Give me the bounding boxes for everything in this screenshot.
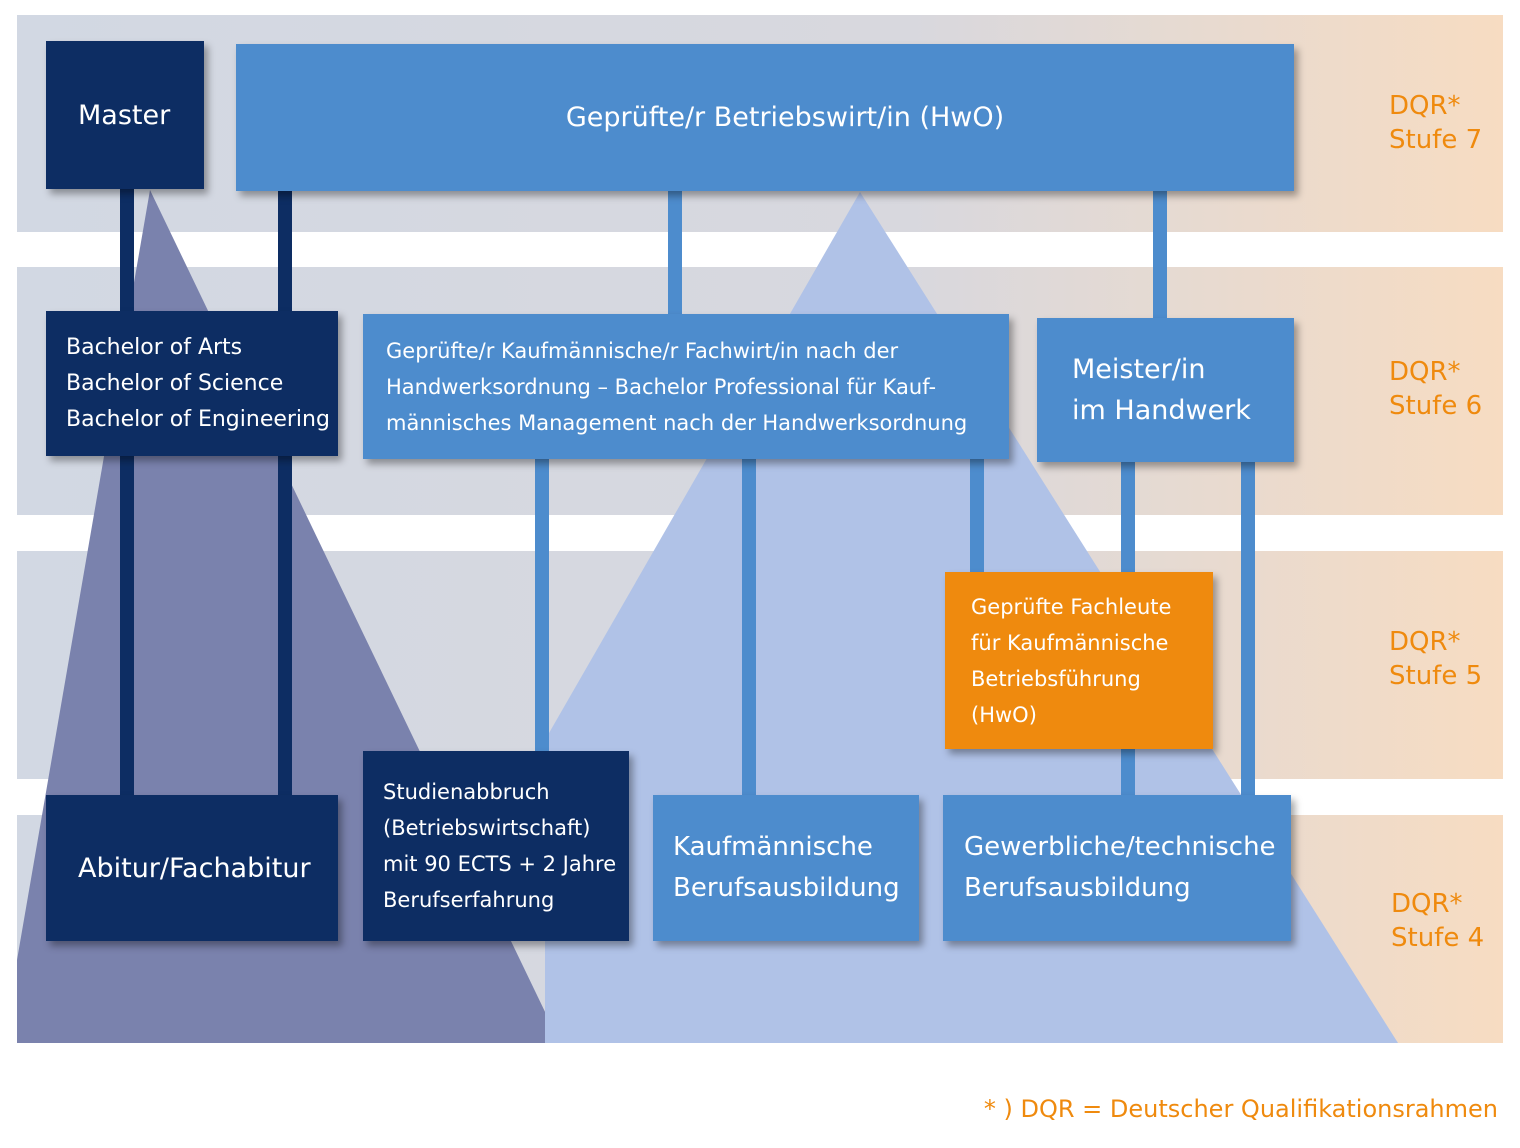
connector-line — [278, 190, 292, 798]
fachwirt-line-3: männisches Management nach der Handwerks… — [386, 410, 968, 435]
dqr-level-7-line-2: Stufe 7 — [1389, 125, 1483, 155]
connector-line — [120, 188, 134, 798]
dqr-level-5-label: DQR* Stufe 5 — [1389, 625, 1482, 693]
bachelor-science-label: Bachelor of Science — [66, 370, 284, 396]
fachwirt-line-2: Handwerksordnung – Bachelor Professional… — [386, 374, 937, 399]
dqr-level-5-line-1: DQR* — [1389, 627, 1461, 657]
dqr-level-6-line-2: Stufe 6 — [1389, 391, 1483, 421]
meister-box: Meister/in im Handwerk — [1037, 318, 1294, 462]
abitur-label: Abitur/Fachabitur — [78, 852, 311, 884]
fachleute-line-4: (HwO) — [971, 702, 1037, 727]
betriebswirt-label: Geprüfte/r Betriebswirt/in (HwO) — [565, 102, 1005, 133]
dqr-level-6-label: DQR* Stufe 6 — [1389, 355, 1482, 423]
dqr-level-4-label: DQR* Stufe 4 — [1391, 887, 1484, 955]
studienabbruch-box: Studienabbruch (Betriebswirtschaft) mit … — [363, 751, 629, 941]
kaufm-ausbildung-line-2: Berufsausbildung — [673, 873, 900, 903]
bachelor-engineering-label: Bachelor of Engineering — [66, 406, 330, 432]
dqr-level-7-label: DQR* Stufe 7 — [1389, 89, 1482, 157]
fachwirt-box: Geprüfte/r Kaufmännische/r Fachwirt/in n… — [363, 314, 1009, 459]
kaufm-ausbildung-line-1: Kaufmännische — [673, 832, 873, 862]
kaufm-ausbildung-box: Kaufmännische Berufsausbildung — [653, 795, 919, 941]
studienabbruch-line-1: Studienabbruch — [383, 780, 550, 804]
dqr-level-4-line-2: Stufe 4 — [1391, 923, 1485, 953]
bachelor-box: Bachelor of Arts Bachelor of Science Bac… — [46, 311, 338, 456]
footnote: * ) DQR = Deutscher Qualifikationsrahmen — [983, 1095, 1498, 1123]
dqr-level-6-line-1: DQR* — [1389, 357, 1461, 387]
gewerbl-ausbildung-line-2: Berufsausbildung — [964, 873, 1191, 903]
master-box: Master — [46, 41, 204, 189]
connector-line — [742, 458, 756, 798]
connector-line — [1153, 190, 1167, 320]
bachelor-arts-label: Bachelor of Arts — [66, 334, 243, 360]
gewerbl-ausbildung-box: Gewerbliche/technische Berufsausbildung — [943, 795, 1291, 941]
studienabbruch-line-2: (Betriebswirtschaft) — [383, 816, 591, 840]
fachleute-line-3: Betriebsführung — [971, 666, 1141, 691]
gewerbl-ausbildung-line-1: Gewerbliche/technische — [964, 832, 1276, 862]
betriebswirt-box: Geprüfte/r Betriebswirt/in (HwO) — [236, 44, 1294, 191]
dqr-level-4-line-1: DQR* — [1391, 889, 1463, 919]
connector-line — [1241, 460, 1255, 798]
fachwirt-line-1: Geprüfte/r Kaufmännische/r Fachwirt/in n… — [386, 338, 899, 363]
connector-line — [970, 458, 984, 574]
fachleute-line-2: für Kaufmännische — [971, 630, 1169, 655]
dqr-level-7-line-1: DQR* — [1389, 91, 1461, 121]
master-label: Master — [78, 99, 171, 131]
fachleute-line-1: Geprüfte Fachleute — [971, 594, 1172, 619]
meister-line-2: im Handwerk — [1072, 395, 1251, 426]
dqr-level-5-line-2: Stufe 5 — [1389, 661, 1483, 691]
fachleute-box: Geprüfte Fachleute für Kaufmännische Bet… — [945, 572, 1213, 749]
connector-line — [1121, 460, 1135, 574]
meister-line-1: Meister/in — [1072, 354, 1206, 385]
connector-line — [535, 458, 549, 754]
connector-line — [1121, 748, 1135, 798]
studienabbruch-line-4: Berufserfahrung — [383, 888, 555, 912]
abitur-box: Abitur/Fachabitur — [46, 795, 338, 941]
connector-line — [668, 190, 682, 318]
studienabbruch-line-3: mit 90 ECTS + 2 Jahre — [383, 852, 617, 876]
